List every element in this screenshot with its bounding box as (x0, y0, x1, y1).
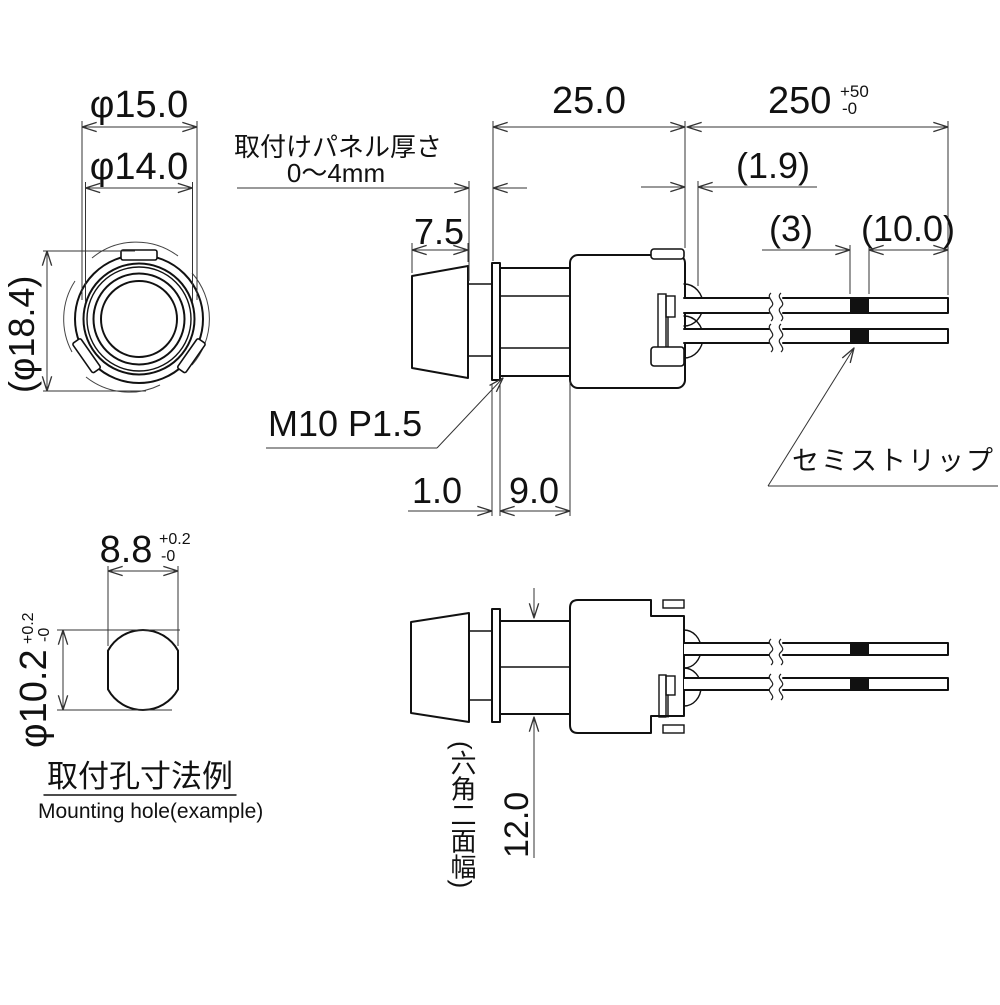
dim-phi14-label: φ14.0 (90, 146, 189, 188)
dim-thread-length-label: 9.0 (509, 470, 559, 511)
dim-hole-width-tol-upper: +0.2 (159, 531, 191, 548)
side-view-dimensions: 取付けパネル厚さ 0〜4mm 7.5 25.0 250 +50 -0 (1.9) (234, 80, 998, 516)
semistrip-mark (850, 678, 869, 690)
dim-phi18-4-label: (φ18.4) (1, 276, 42, 393)
mounting-hole-view: 8.8 +0.2 -0 φ10.2 +0.2 -0 取付孔寸法例 Mountin… (13, 529, 263, 823)
threaded-section (499, 267, 571, 377)
housing-body (569, 599, 685, 734)
semistrip-label: セミストリップ (792, 446, 995, 476)
mounting-hole-title-jp: 取付孔寸法例 (47, 759, 233, 794)
dim-lens-length-label: 7.5 (414, 211, 464, 252)
dim-hole-diameter-tol-upper: +0.2 (20, 612, 37, 644)
dim-phi15-label: φ15.0 (90, 84, 189, 126)
mounting-hole-title-en: Mounting hole(example) (38, 800, 263, 823)
bottom-view-dimensions: 12.0 (六角二面幅) (447, 588, 536, 888)
mounting-hole-shape (107, 629, 179, 711)
panel-thickness-range: 0〜4mm (287, 158, 385, 188)
lock-washer-tabs (72, 249, 206, 374)
lead-wire-bottom (683, 323, 949, 353)
dim-hole-width-tol-lower: -0 (161, 548, 175, 565)
housing-body (569, 254, 686, 389)
dim-flange-thickness-label: 1.0 (412, 470, 462, 511)
latch-window (650, 346, 685, 367)
lens-cap (411, 265, 469, 379)
dim-wire-length-tol-upper: +50 (840, 82, 869, 101)
dim-hole-diameter-label: φ10.2 (13, 649, 55, 748)
dim-hole-width-label: 8.8 (100, 529, 153, 571)
semistrip-mark (850, 329, 869, 343)
semistrip-mark (850, 643, 869, 655)
flange (491, 262, 501, 381)
dim-wire-length-tol-lower: -0 (842, 99, 857, 118)
led-dome (683, 629, 702, 707)
dim-hole-diameter-tol-lower: -0 (36, 628, 53, 642)
side-view: 取付けパネル厚さ 0〜4mm 7.5 25.0 250 +50 -0 (1.9) (234, 80, 998, 516)
latch-tab-top (662, 599, 685, 609)
latch-tab-top (650, 248, 685, 260)
connector-detail (658, 674, 676, 718)
dim-wire-length-label: 250 (768, 80, 831, 122)
mounting-hole-dimensions: 8.8 +0.2 -0 φ10.2 +0.2 -0 (13, 529, 191, 748)
flange (491, 608, 501, 723)
lead-wire-top (683, 292, 949, 322)
led-dome (683, 283, 704, 359)
front-view: φ15.0 φ14.0 (φ18.4) (1, 84, 210, 393)
lock-washer-arcs (63, 241, 210, 393)
dim-body-length-label: 25.0 (552, 80, 626, 122)
dim-wire-end-length-label: (10.0) (861, 208, 955, 249)
bottom-view: 12.0 (六角二面幅) (410, 588, 949, 888)
thread-spec-label: M10 P1.5 (268, 403, 422, 444)
bezel-circles (74, 254, 204, 384)
panel-thickness-note: 取付けパネル厚さ (234, 132, 442, 162)
front-view-dimensions: φ15.0 φ14.0 (φ18.4) (1, 84, 197, 393)
dim-led-protrusion-label: (1.9) (736, 145, 810, 186)
connector-detail (657, 293, 676, 352)
lens-cap (410, 612, 470, 723)
semistrip-mark (850, 298, 869, 313)
hex-width-note: (六角二面幅) (447, 741, 477, 888)
latch-tab-bottom (662, 724, 685, 734)
lead-wire-top (683, 638, 949, 666)
dim-semistrip-length-label: (3) (769, 208, 813, 249)
dim-hex-width-label: 12.0 (498, 792, 536, 858)
lead-wire-bottom (683, 673, 949, 701)
